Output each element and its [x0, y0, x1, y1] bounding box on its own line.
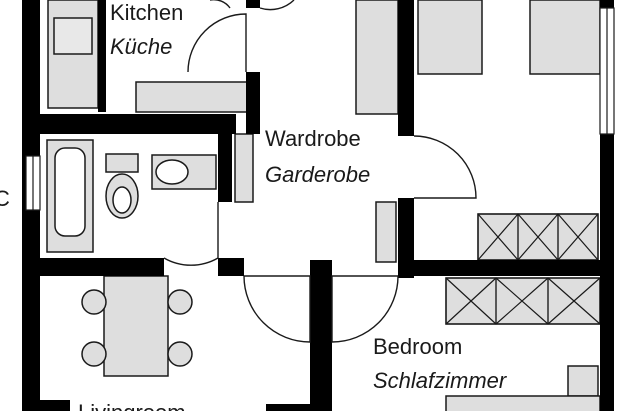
- kitchen-stove: [53, 17, 93, 55]
- bedroom-cabinet: [445, 277, 601, 325]
- left-edge-letter: C: [0, 186, 10, 211]
- upper-bed-right: [529, 0, 601, 75]
- bedroom-label-de: Schlafzimmer: [373, 368, 508, 393]
- kitchen-label-de: Küche: [110, 34, 172, 59]
- hall-cabinet: [234, 133, 254, 203]
- chair: [81, 341, 107, 367]
- upper-bed-left: [417, 0, 483, 75]
- bathtub-basin: [54, 147, 86, 237]
- night-stand: [567, 365, 599, 397]
- kitchen-label: Kitchen: [110, 0, 183, 25]
- chair: [167, 289, 193, 315]
- bedroom-label: Bedroom: [373, 334, 462, 359]
- wardrobe-label: Wardrobe: [265, 126, 361, 151]
- livingroom-label: Livingroom: [78, 400, 186, 411]
- toilet-seat: [112, 186, 132, 214]
- dining-table: [103, 275, 169, 377]
- wardrobe-closet: [355, 0, 399, 115]
- kitchen-fridge: [135, 81, 249, 113]
- sink-basin: [155, 159, 189, 185]
- hall-shelf: [375, 201, 397, 263]
- bathroom-window: [25, 155, 41, 211]
- chair: [167, 341, 193, 367]
- bed-edge: [445, 395, 601, 411]
- door-swings: [163, 0, 477, 343]
- window: [599, 7, 615, 135]
- chair: [81, 289, 107, 315]
- toilet-tank: [105, 153, 139, 173]
- wardrobe-label-de: Garderobe: [265, 162, 370, 187]
